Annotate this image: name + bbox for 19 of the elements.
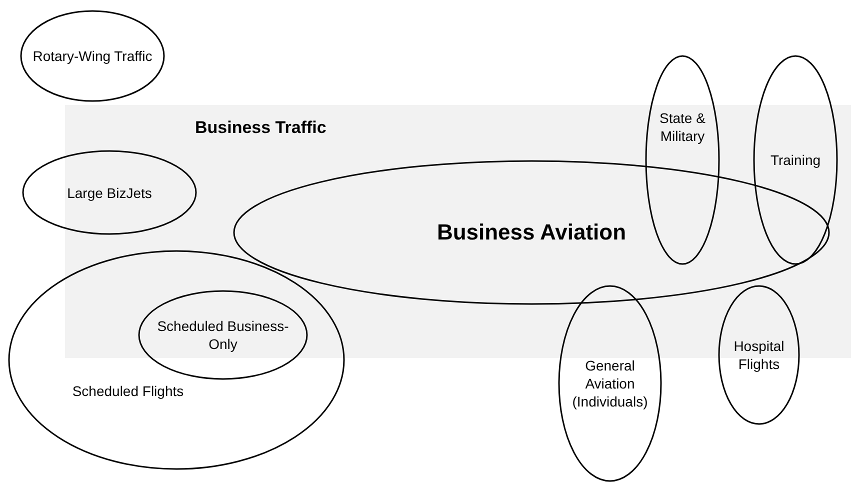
ellipse [753,55,838,265]
node-label: Scheduled Business-Only [156,316,290,354]
ellipse [645,55,720,265]
ellipse [20,10,165,102]
ellipse [22,150,197,235]
shaded-band [65,105,851,358]
ellipse [558,285,662,482]
ellipse [138,290,308,380]
ellipse [8,250,345,470]
node-label: Hospital Flights [732,336,786,374]
ellipse [718,285,800,425]
node-label: Rotary-Wing Traffic [32,46,154,66]
node-label: Large BizJets [66,183,153,202]
node-label: General Aviation (Individuals) [571,356,649,411]
node-label: Scheduled Flights [71,382,185,400]
node-label: State & Military [658,109,706,146]
node-label: Training [769,150,822,170]
node-label: Business Traffic [195,117,328,139]
node-label: Business Aviation [436,218,628,246]
